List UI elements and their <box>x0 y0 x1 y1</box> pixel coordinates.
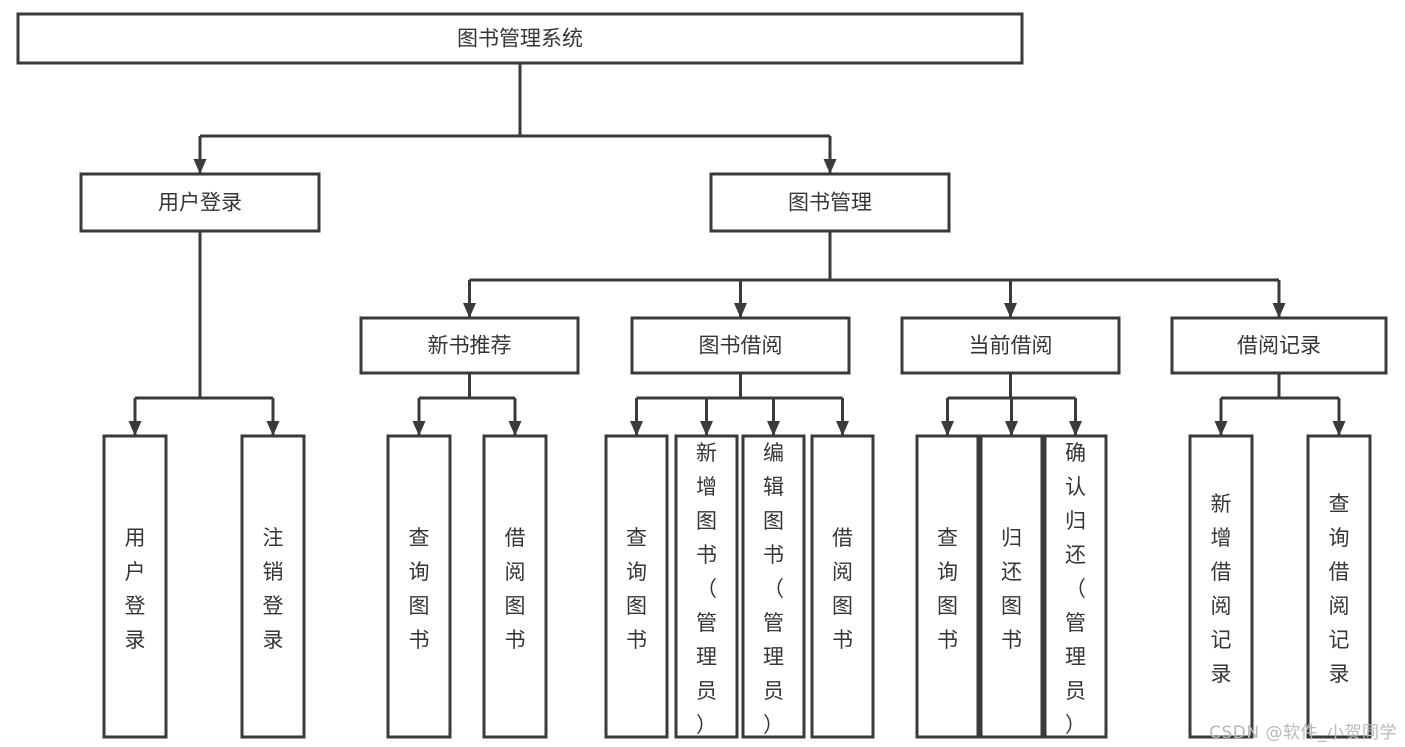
arrowhead-icon <box>700 421 713 436</box>
node-label: 图书管理 <box>788 191 872 215</box>
node-label: 图书借阅 <box>699 334 783 358</box>
node-box <box>16 12 1024 65</box>
arrowhead-icon <box>941 421 954 436</box>
arrowhead-icon <box>193 159 207 174</box>
node-root[interactable]: 图书管理系统 <box>16 12 1024 65</box>
node-label: 借阅记录 <box>1237 334 1321 358</box>
node-label: 确认归还（管理员） <box>1065 441 1086 737</box>
node-label: 用户登录 <box>125 526 146 652</box>
node-leaf-query-book-1[interactable]: 查询图书 <box>386 434 452 739</box>
node-box <box>102 434 168 739</box>
node-box <box>630 316 851 375</box>
connector-group-borrow-record <box>1214 373 1346 436</box>
node-box <box>79 172 321 233</box>
arrowhead-icon <box>463 303 476 318</box>
node-label: 查询图书 <box>937 526 958 652</box>
arrowhead-icon <box>630 421 643 436</box>
arrowhead-icon <box>1332 421 1346 436</box>
node-leaf-borrow-book-2[interactable]: 借阅图书 <box>810 434 875 739</box>
node-label: 借阅图书 <box>832 526 853 652</box>
arrowhead-icon <box>266 421 280 436</box>
connector-layer <box>128 63 1346 436</box>
node-leaf-user-login[interactable]: 用户登录 <box>102 434 168 739</box>
arrowhead-icon <box>412 421 426 436</box>
node-leaf-query-book-2[interactable]: 查询图书 <box>604 434 669 739</box>
node-leaf-confirm-return[interactable]: 确认归还（管理员） <box>1043 434 1108 739</box>
node-box <box>1306 434 1372 739</box>
node-label: 新增图书（管理员） <box>696 441 717 737</box>
node-box <box>386 434 452 739</box>
node-leaf-query-record[interactable]: 查询借阅记录 <box>1306 434 1372 739</box>
arrowhead-icon <box>1214 421 1228 436</box>
arrowhead-icon <box>1004 303 1017 318</box>
node-box <box>359 316 580 375</box>
node-leaf-edit-book[interactable]: 编辑图书（管理员） <box>741 434 806 739</box>
node-label: 新增借阅记录 <box>1211 492 1232 686</box>
connector-group-book-borrow <box>630 373 849 436</box>
node-label: 查询图书 <box>409 526 430 652</box>
node-box <box>1043 434 1108 739</box>
node-box <box>1170 316 1388 375</box>
arrowhead-icon <box>836 421 849 436</box>
node-current-borrow[interactable]: 当前借阅 <box>900 316 1121 375</box>
node-leaf-query-book-3[interactable]: 查询图书 <box>915 434 980 739</box>
node-label: 新书推荐 <box>428 334 512 358</box>
node-leaf-return-book[interactable]: 归还图书 <box>979 434 1044 739</box>
node-box <box>604 434 669 739</box>
node-box <box>915 434 980 739</box>
arrowhead-icon <box>1272 303 1286 318</box>
node-box <box>482 434 548 739</box>
node-new-book-rec[interactable]: 新书推荐 <box>359 316 580 375</box>
node-box <box>240 434 306 739</box>
node-leaf-add-book[interactable]: 新增图书（管理员） <box>674 434 739 739</box>
node-box <box>900 316 1121 375</box>
node-layer: 图书管理系统用户登录图书管理新书推荐图书借阅当前借阅借阅记录用户登录注销登录查询… <box>16 12 1388 739</box>
node-leaf-add-record[interactable]: 新增借阅记录 <box>1188 434 1254 739</box>
arrowhead-icon <box>767 421 780 436</box>
connector-group-book-manage <box>463 231 1286 318</box>
node-box <box>810 434 875 739</box>
node-box <box>674 434 739 739</box>
connector-group-new-book-rec <box>412 373 522 436</box>
node-label: 归还图书 <box>1001 526 1022 652</box>
node-book-borrow[interactable]: 图书借阅 <box>630 316 851 375</box>
node-label: 借阅图书 <box>505 526 526 652</box>
node-box <box>1188 434 1254 739</box>
arrowhead-icon <box>823 159 837 174</box>
node-box <box>979 434 1044 739</box>
connector-group-current-borrow <box>941 373 1082 436</box>
node-label: 查询借阅记录 <box>1329 492 1350 686</box>
watermark-text: CSDN @软件_小贺同学 <box>1209 723 1397 743</box>
arrowhead-icon <box>1069 421 1082 436</box>
node-label: 用户登录 <box>158 191 242 215</box>
node-label: 编辑图书（管理员） <box>763 441 784 737</box>
node-box <box>741 434 806 739</box>
arrowhead-icon <box>128 421 142 436</box>
arrowhead-icon <box>734 303 747 318</box>
node-label: 图书管理系统 <box>457 27 583 51</box>
node-book-manage[interactable]: 图书管理 <box>709 172 951 233</box>
node-label: 当前借阅 <box>969 334 1053 358</box>
node-label: 注销登录 <box>263 526 284 652</box>
node-leaf-logout[interactable]: 注销登录 <box>240 434 306 739</box>
node-user-login[interactable]: 用户登录 <box>79 172 321 233</box>
connector-group-root <box>193 63 837 174</box>
arrowhead-icon <box>508 421 522 436</box>
node-leaf-borrow-book-1[interactable]: 借阅图书 <box>482 434 548 739</box>
node-box <box>709 172 951 233</box>
arrowhead-icon <box>1005 421 1018 436</box>
node-label: 查询图书 <box>626 526 647 652</box>
connector-group-user-login <box>128 231 280 436</box>
node-borrow-record[interactable]: 借阅记录 <box>1170 316 1388 375</box>
